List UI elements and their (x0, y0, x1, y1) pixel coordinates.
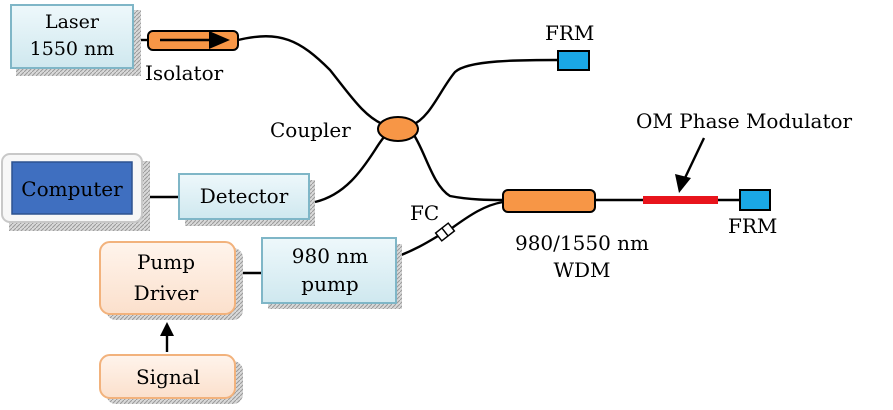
pump-box: 980 nm pump (261, 237, 402, 309)
coupler: Coupler (270, 116, 419, 142)
pump-label-line2: pump (301, 272, 358, 296)
fiber-pump-fc (395, 234, 439, 259)
modulator-pointer-arrow-icon (675, 174, 691, 193)
signal-arrow (160, 322, 174, 352)
isolator-label: Isolator (145, 61, 224, 85)
wdm-label-line2: WDM (553, 258, 610, 282)
fc-label: FC (410, 201, 439, 225)
frm-bottom: FRM (728, 189, 777, 238)
laser-wavelength-label: 1550 nm (30, 38, 115, 60)
detector-box: Detector (178, 173, 315, 226)
fiber-fc-wdm (451, 200, 504, 229)
computer-label: Computer (21, 177, 123, 201)
frm-top-label: FRM (545, 21, 594, 45)
om-phase-modulator-label: OM Phase Modulator (636, 109, 853, 133)
frm-top: FRM (545, 21, 594, 71)
fiber-connector: FC (410, 201, 456, 242)
modulator-pointer-shaft (682, 137, 706, 181)
signal-box: Signal (99, 354, 243, 404)
laser-box: Laser 1550 nm (10, 4, 141, 76)
fiber-detector-coupler (314, 132, 389, 204)
fiber-coupler-wdm (411, 131, 504, 202)
detector-label: Detector (200, 184, 289, 208)
pump-driver-label-line1: Pump (137, 250, 195, 274)
frm-bottom-label: FRM (728, 214, 777, 238)
fiber-isolator-coupler (237, 35, 386, 127)
pump-driver-label-line2: Driver (134, 281, 199, 305)
computer-box: Computer (1, 153, 150, 231)
signal-label: Signal (136, 365, 200, 389)
wdm-coupler: 980/1550 nm WDM (502, 189, 649, 282)
signal-arrow-icon (160, 322, 174, 336)
laser-label: Laser (45, 11, 100, 33)
pump-driver-box: Pump Driver (99, 241, 243, 320)
wdm-label-line1: 980/1550 nm (515, 231, 649, 255)
om-phase-modulator: OM Phase Modulator (636, 109, 853, 204)
coupler-label: Coupler (270, 118, 351, 142)
pump-label-line1: 980 nm (292, 244, 368, 268)
isolator: Isolator (145, 30, 239, 85)
fiber-coupler-frm-top (411, 58, 559, 127)
isolator-arrow-icon (209, 31, 230, 49)
